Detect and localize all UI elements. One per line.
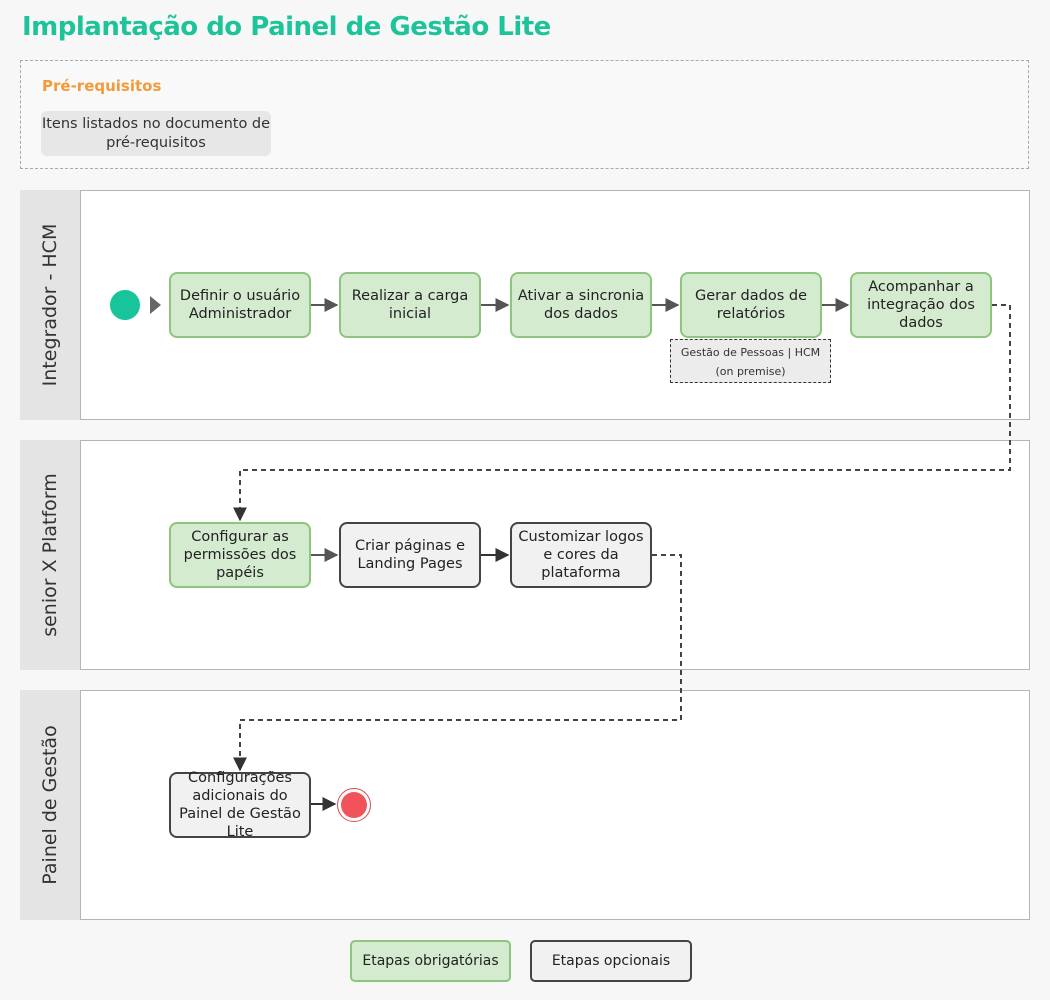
start-event[interactable] xyxy=(110,290,140,320)
arrow-track-to-permissions xyxy=(233,304,1011,522)
step-activate-sync[interactable]: Ativar a sincronia dos dados xyxy=(510,272,652,338)
end-event[interactable] xyxy=(337,788,371,822)
step-configure-permissions[interactable]: Configurar as permissões dos papéis xyxy=(169,522,311,588)
lane-label: Integrador - HCM xyxy=(20,190,80,420)
step-track-integration[interactable]: Acompanhar a integração dos dados xyxy=(850,272,992,338)
prerequisites-item[interactable]: Itens listados no documento de pré-requi… xyxy=(41,111,271,156)
step-define-admin[interactable]: Definir o usuário Administrador xyxy=(169,272,311,338)
legend-optional: Etapas opcionais xyxy=(530,940,692,982)
start-arrow-icon xyxy=(150,296,161,314)
legend-mandatory: Etapas obrigatórias xyxy=(350,940,511,982)
note-line-2: (on premise) xyxy=(715,365,786,378)
step-generate-reports[interactable]: Gerar dados de relatórios xyxy=(680,272,822,338)
end-event-core xyxy=(341,792,367,818)
step-customize-logos[interactable]: Customizar logos e cores da plataforma xyxy=(510,522,652,588)
lane-label: senior X Platform xyxy=(20,440,80,670)
arrow-logos-to-extra xyxy=(233,554,682,772)
step-create-pages[interactable]: Criar páginas e Landing Pages xyxy=(339,522,481,588)
prerequisites-heading: Pré-requisitos xyxy=(42,77,162,95)
system-note: Gestão de Pessoas | HCM (on premise) xyxy=(670,339,831,383)
step-extra-config[interactable]: Configurações adicionais do Painel de Ge… xyxy=(169,770,311,840)
lane-label: Painel de Gestão xyxy=(20,690,80,920)
note-line-1: Gestão de Pessoas | HCM xyxy=(680,346,821,359)
page-title: Implantação do Painel de Gestão Lite xyxy=(22,12,551,42)
step-initial-load[interactable]: Realizar a carga inicial xyxy=(339,272,481,338)
prerequisites-box: Pré-requisitos Itens listados no documen… xyxy=(20,60,1029,169)
